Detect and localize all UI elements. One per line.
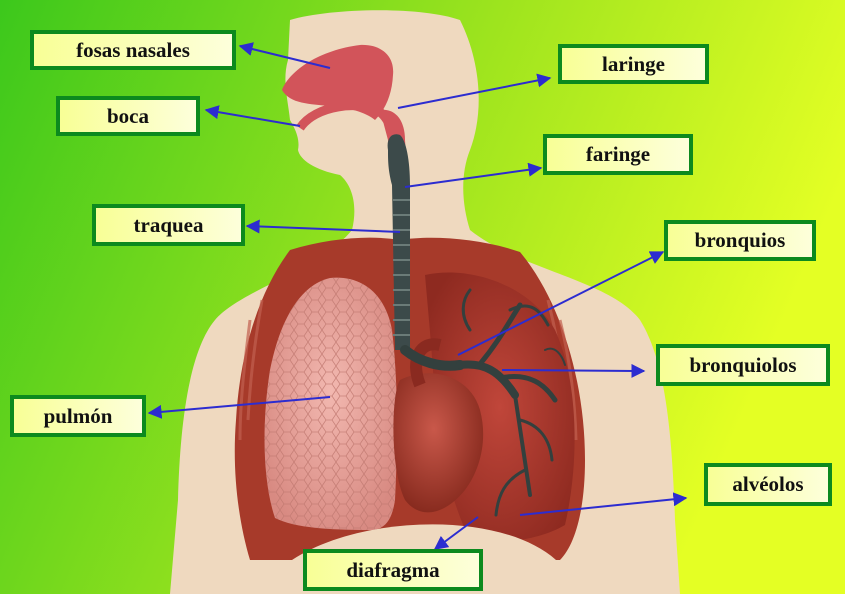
label-pulmon: pulmón — [10, 395, 146, 437]
arrow-bronquiolos — [502, 370, 644, 371]
label-boca-text: boca — [107, 104, 149, 129]
label-faringe: faringe — [543, 134, 693, 175]
label-pulmon-text: pulmón — [44, 404, 113, 429]
label-alveolos-text: alvéolos — [732, 472, 803, 497]
label-fosas-nasales: fosas nasales — [30, 30, 236, 70]
label-faringe-text: faringe — [586, 142, 650, 167]
label-diafragma-text: diafragma — [346, 558, 439, 583]
label-laringe-text: laringe — [602, 52, 665, 77]
label-bronquios: bronquios — [664, 220, 816, 261]
label-laringe: laringe — [558, 44, 709, 84]
label-bronquios-text: bronquios — [695, 228, 786, 253]
label-bronquiolos: bronquiolos — [656, 344, 830, 386]
label-bronquiolos-text: bronquiolos — [690, 353, 797, 378]
label-diafragma: diafragma — [303, 549, 483, 591]
label-alveolos: alvéolos — [704, 463, 832, 506]
label-boca: boca — [56, 96, 200, 136]
label-fosas-nasales-text: fosas nasales — [76, 38, 190, 63]
label-traquea-text: traquea — [134, 213, 204, 238]
label-traquea: traquea — [92, 204, 245, 246]
